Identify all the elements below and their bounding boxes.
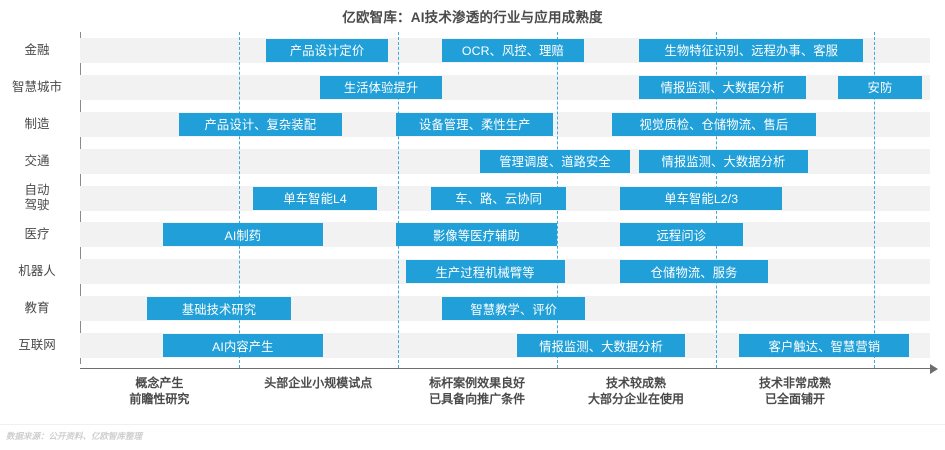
chart-bar[interactable]: 远程问诊 bbox=[620, 223, 743, 247]
y-axis-label-医疗: 医疗 bbox=[0, 227, 74, 242]
chart-gridline bbox=[238, 32, 240, 368]
chart-bar[interactable]: 单车智能L4 bbox=[253, 186, 378, 210]
y-axis-label-line: 金融 bbox=[24, 42, 50, 57]
chart-bar[interactable]: AI内容产生 bbox=[162, 334, 324, 358]
footer-divider bbox=[0, 424, 945, 425]
stage-label-line2: 前瞻性研究 bbox=[129, 392, 190, 406]
chart-bar[interactable]: OCR、风控、理赔 bbox=[442, 38, 584, 62]
y-axis-label-line: 自动 bbox=[24, 183, 50, 197]
y-axis-label-自动驾驶: 自动驾驶 bbox=[0, 183, 74, 213]
chart-bar[interactable]: 设备管理、柔性生产 bbox=[396, 112, 554, 136]
chart-bar[interactable]: 车、路、云协同 bbox=[431, 186, 567, 210]
y-axis-label-教育: 教育 bbox=[0, 301, 74, 316]
chart-bar[interactable]: 视觉质检、仓储物流、售后 bbox=[612, 112, 816, 136]
y-axis-label-line: 机器人 bbox=[18, 264, 56, 279]
chart-bar[interactable]: AI制药 bbox=[162, 223, 324, 247]
y-axis-label-line: 互联网 bbox=[18, 338, 56, 353]
x-axis-stage-5: 技术非常成熟已全面铺开 bbox=[759, 375, 831, 407]
stage-label-line1: 技术较成熟 bbox=[606, 376, 667, 390]
chart-bar[interactable]: 单车智能L2/3 bbox=[620, 186, 783, 210]
y-axis-label-交通: 交通 bbox=[0, 154, 74, 169]
chart-bar[interactable]: 情报监测、大数据分析 bbox=[516, 334, 686, 358]
y-axis-label-制造: 制造 bbox=[0, 117, 74, 132]
y-axis-label-line: 教育 bbox=[24, 301, 50, 316]
x-axis-arrow-icon bbox=[930, 363, 938, 374]
x-axis-stage-2: 头部企业小规模试点 bbox=[264, 375, 372, 391]
chart-bar[interactable]: 产品设计定价 bbox=[265, 38, 389, 62]
chart-bar[interactable]: 情报监测、大数据分析 bbox=[639, 75, 807, 99]
chart-bar[interactable]: 智慧教学、评价 bbox=[442, 297, 586, 321]
chart-bar[interactable]: 管理调度、道路安全 bbox=[480, 149, 630, 173]
chart-bar[interactable]: 影像等医疗辅助 bbox=[396, 223, 557, 247]
stage-label-line2: 已全面铺开 bbox=[764, 392, 825, 406]
chart-bar[interactable]: 生物特征识别、远程办事、客服 bbox=[639, 38, 864, 62]
x-axis-stage-4: 技术较成熟大部分企业在使用 bbox=[588, 375, 684, 407]
chart-bar[interactable]: 基础技术研究 bbox=[146, 297, 292, 321]
y-axis-label-智慧城市: 智慧城市 bbox=[0, 80, 74, 95]
stage-label-line1: 技术非常成熟 bbox=[758, 376, 831, 390]
y-axis-label-line: 制造 bbox=[24, 116, 50, 131]
x-axis-stage-1: 概念产生前瞻性研究 bbox=[129, 375, 189, 407]
chart-bar[interactable]: 客户触达、智慧营销 bbox=[739, 334, 910, 358]
y-axis-label-互联网: 互联网 bbox=[0, 338, 74, 353]
y-axis-label-金融: 金融 bbox=[0, 43, 74, 58]
chart-gridline bbox=[874, 32, 876, 368]
chart-bar[interactable]: 安防 bbox=[837, 75, 923, 99]
chart-gridline bbox=[397, 32, 399, 368]
y-axis-label-line: 驾驶 bbox=[24, 198, 50, 212]
stage-label-line2: 大部分企业在使用 bbox=[588, 392, 685, 406]
x-axis-stage-3: 标杆案例效果良好已具备向推广条件 bbox=[429, 375, 525, 407]
page-title: 亿欧智库：AI技术渗透的行业与应用成熟度 bbox=[342, 10, 603, 25]
y-axis-label-line: 智慧城市 bbox=[11, 79, 62, 94]
stage-label-line1: 概念产生 bbox=[135, 376, 184, 390]
chart-bar[interactable]: 仓储物流、服务 bbox=[620, 260, 768, 284]
stage-label-line2: 已具备向推广条件 bbox=[429, 392, 526, 406]
chart-bar[interactable]: 生产过程机械臂等 bbox=[405, 260, 565, 284]
chart-bar[interactable]: 产品设计、复杂装配 bbox=[178, 112, 343, 136]
stage-label-line1: 头部企业小规模试点 bbox=[264, 376, 373, 390]
y-axis-label-line: 医疗 bbox=[24, 227, 50, 242]
y-axis-label-line: 交通 bbox=[24, 153, 50, 168]
source-note: 数据来源：公开资料、亿欧智库整理 bbox=[6, 431, 143, 441]
stage-label-line1: 标杆案例效果良好 bbox=[429, 376, 526, 390]
chart-bar[interactable]: 生活体验提升 bbox=[319, 75, 443, 99]
chart-bar[interactable]: 情报监测、大数据分析 bbox=[639, 149, 808, 173]
y-axis-label-机器人: 机器人 bbox=[0, 264, 74, 279]
x-axis-line bbox=[80, 368, 932, 369]
